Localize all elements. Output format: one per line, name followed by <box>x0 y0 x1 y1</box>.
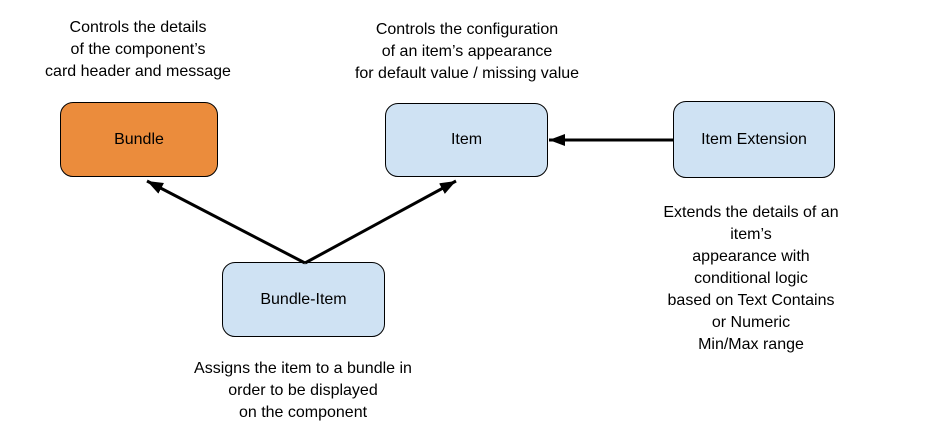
caption-item-extension: Extends the details of an item’s appeara… <box>663 204 839 353</box>
caption-bundle-item: Assigns the item to a bundle in order to… <box>194 360 412 421</box>
node-bundle-item[interactable]: Bundle-Item <box>222 262 385 337</box>
node-item[interactable]: Item <box>385 103 548 177</box>
caption-item: Controls the configuration of an item’s … <box>354 21 580 82</box>
node-item-label: Item <box>450 131 483 148</box>
node-bundle-label: Bundle <box>114 130 164 148</box>
node-item-extension[interactable]: Item Extension <box>673 101 835 178</box>
node-bundle[interactable]: Bundle <box>60 102 218 177</box>
arrow-bundle-item-to-bundle <box>146 179 306 265</box>
node-bundle-item-label: Bundle-Item <box>260 290 347 308</box>
node-item-extension-label: Item Extension <box>701 130 807 148</box>
arrow-bundle-item-to-item <box>304 179 457 265</box>
caption-bundle: Controls the details of the component’s … <box>45 19 231 80</box>
